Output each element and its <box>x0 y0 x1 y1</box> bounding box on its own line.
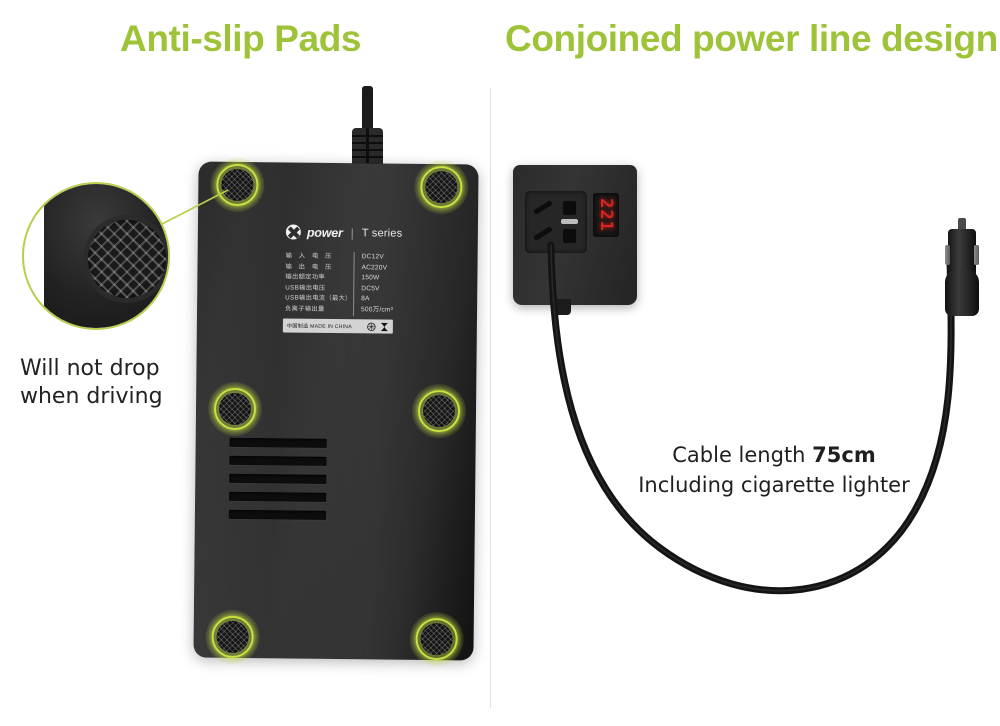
spec-value: DC12V <box>361 253 384 261</box>
left-caption: Will not drop when driving <box>20 355 163 411</box>
anti-slip-pad <box>411 383 467 439</box>
plug-tip-contact <box>958 218 966 231</box>
inverter-device-body: power | T series 输 入 电 压 DC12V 输 出 电 压 A… <box>193 157 479 667</box>
brand-row: power | T series <box>285 224 438 241</box>
universal-ac-socket <box>525 191 587 253</box>
ventilation-slots <box>228 437 327 532</box>
right-caption: Cable length 75cm Including cigarette li… <box>624 440 924 501</box>
magnifier-ring <box>22 182 170 330</box>
plug-grip-body <box>945 270 979 316</box>
spec-divider <box>353 283 355 295</box>
anti-slip-pad-closeup <box>22 182 170 330</box>
spec-divider <box>352 305 355 316</box>
device-spec-label: power | T series 输 入 电 压 DC12V 输 出 电 压 A… <box>285 224 438 316</box>
left-caption-line2: when driving <box>20 384 163 410</box>
section-title-right: Conjoined power line design <box>505 18 998 59</box>
xpower-logo-icon <box>285 224 301 240</box>
anti-slip-pad <box>210 157 265 213</box>
cable-length-label: Cable length <box>672 443 813 467</box>
spec-divider <box>353 294 355 306</box>
left-caption-line1: Will not drop <box>20 356 160 381</box>
spec-key: 输 入 电 压 <box>285 252 332 260</box>
product-series: T series <box>361 226 403 240</box>
spec-value: 500万/cm³ <box>361 306 394 314</box>
spec-key: USB输出电压 <box>285 284 326 292</box>
power-cable <box>547 241 955 595</box>
magnified-pad-surface <box>88 220 166 298</box>
spec-row: 负离子输出量 500万/cm³ <box>285 304 437 316</box>
spec-value: AC220V <box>361 263 388 272</box>
spec-table: 输 入 电 压 DC12V 输 出 电 压 AC220V 输出额定功率 150W… <box>285 251 438 316</box>
plug-barrel <box>945 229 979 277</box>
hourglass-icon <box>381 322 388 331</box>
right-caption-line2: Including cigarette lighter <box>638 473 910 498</box>
made-in-china-text: 中国制造 MADE IN CHINA <box>286 322 352 330</box>
anti-slip-pad <box>207 381 263 437</box>
right-caption-line1: Cable length 75cm <box>624 440 924 470</box>
power-strip-unit: 221 <box>513 165 637 315</box>
cable-length-value: 75cm <box>812 443 876 467</box>
voltage-display: 221 <box>593 193 619 237</box>
anti-slip-pad <box>414 159 469 215</box>
anti-slip-pad <box>409 611 464 667</box>
spec-value: DC5V <box>361 285 380 293</box>
spec-value: 150W <box>361 274 380 282</box>
recycle-icon <box>367 322 376 331</box>
brand-name: power <box>306 225 343 240</box>
panel-divider <box>490 88 491 708</box>
voltage-value: 221 <box>596 198 616 232</box>
spec-key: USB输出电流（最大） <box>285 294 352 303</box>
spec-key: 输 出 电 压 <box>285 263 332 271</box>
made-in-china-strip: 中国制造 MADE IN CHINA <box>282 318 393 334</box>
spec-divider <box>353 252 355 263</box>
spec-key: 负离子输出量 <box>285 305 325 313</box>
spec-divider <box>353 273 355 284</box>
cigarette-lighter-plug <box>944 218 980 316</box>
magnified-pad-housing <box>44 184 168 328</box>
spec-divider <box>353 262 355 274</box>
section-title-left: Anti-slip Pads <box>120 18 362 59</box>
spec-value: 8A <box>361 295 370 303</box>
brand-separator: | <box>350 225 354 240</box>
spec-key: 输出额定功率 <box>285 273 326 282</box>
power-cord <box>362 86 373 138</box>
anti-slip-pad <box>205 609 260 665</box>
